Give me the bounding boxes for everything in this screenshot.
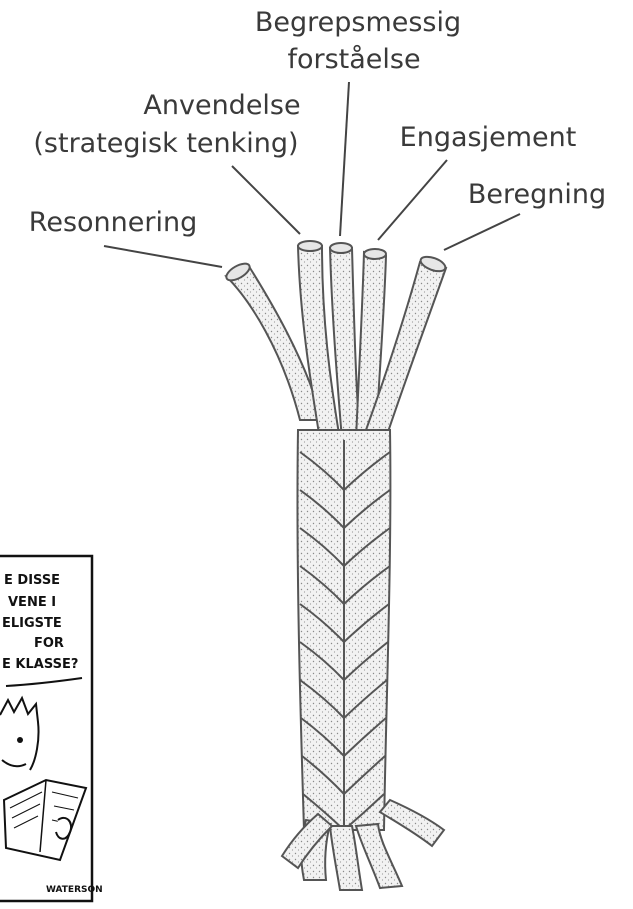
comic-eye — [17, 737, 23, 743]
leader-anvendelse — [232, 166, 300, 234]
comic-line-1: E DISSE — [4, 573, 60, 588]
leader-engasjement — [378, 160, 447, 240]
comic-line-3: ELIGSTE — [2, 616, 62, 631]
comic-line-4: FOR — [34, 636, 64, 651]
label-forstaelse: forståelse — [287, 44, 420, 75]
comic-line-2: VENE I — [8, 595, 56, 610]
leader-begrepsmessig — [340, 82, 349, 236]
comic-panel: E DISSE VENE I ELIGSTE FOR E KLASSE? WAT… — [0, 556, 103, 901]
leader-beregning — [444, 214, 520, 250]
label-engasjement: Engasjement — [400, 122, 577, 153]
label-strategisk-tenking: (strategisk tenking) — [33, 128, 298, 159]
label-beregning: Beregning — [468, 179, 606, 210]
comic-line-5: E KLASSE? — [2, 657, 78, 672]
rope-strands — [226, 246, 446, 440]
label-begrepsmessig: Begrepsmessig — [255, 7, 461, 38]
leader-resonnering — [104, 246, 222, 267]
label-resonnering: Resonnering — [29, 207, 197, 238]
label-anvendelse: Anvendelse — [143, 90, 300, 121]
comic-signature: WATERSON — [46, 885, 103, 895]
